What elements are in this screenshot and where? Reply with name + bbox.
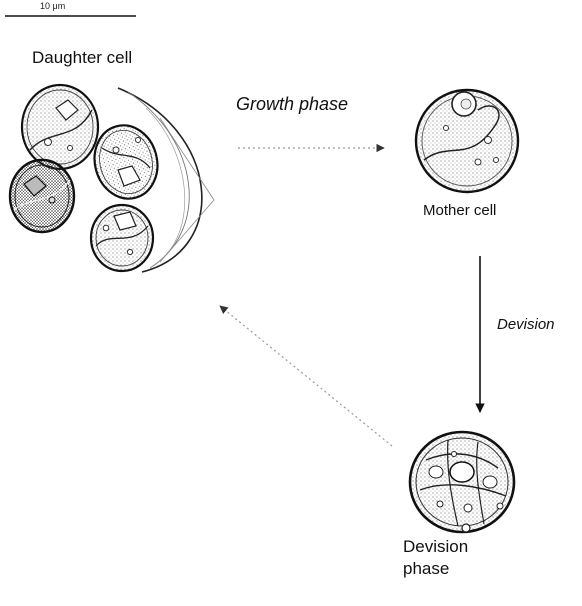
scale-bar-label: 10 μm [40, 1, 65, 11]
return-arrow [220, 306, 392, 446]
devision-phase-label-line1: Devision [403, 536, 468, 558]
devision-arrow-label: Devision [497, 316, 555, 333]
devision-phase-label: Devision phase [403, 536, 468, 580]
daughter-cells [10, 85, 214, 272]
growth-phase-label: Growth phase [236, 94, 348, 115]
devision-phase-label-line2: phase [403, 558, 468, 580]
division-phase-cell [410, 432, 514, 532]
mother-cell [416, 90, 518, 192]
daughter-cell-label: Daughter cell [32, 48, 132, 68]
mother-cell-label: Mother cell [423, 202, 496, 219]
